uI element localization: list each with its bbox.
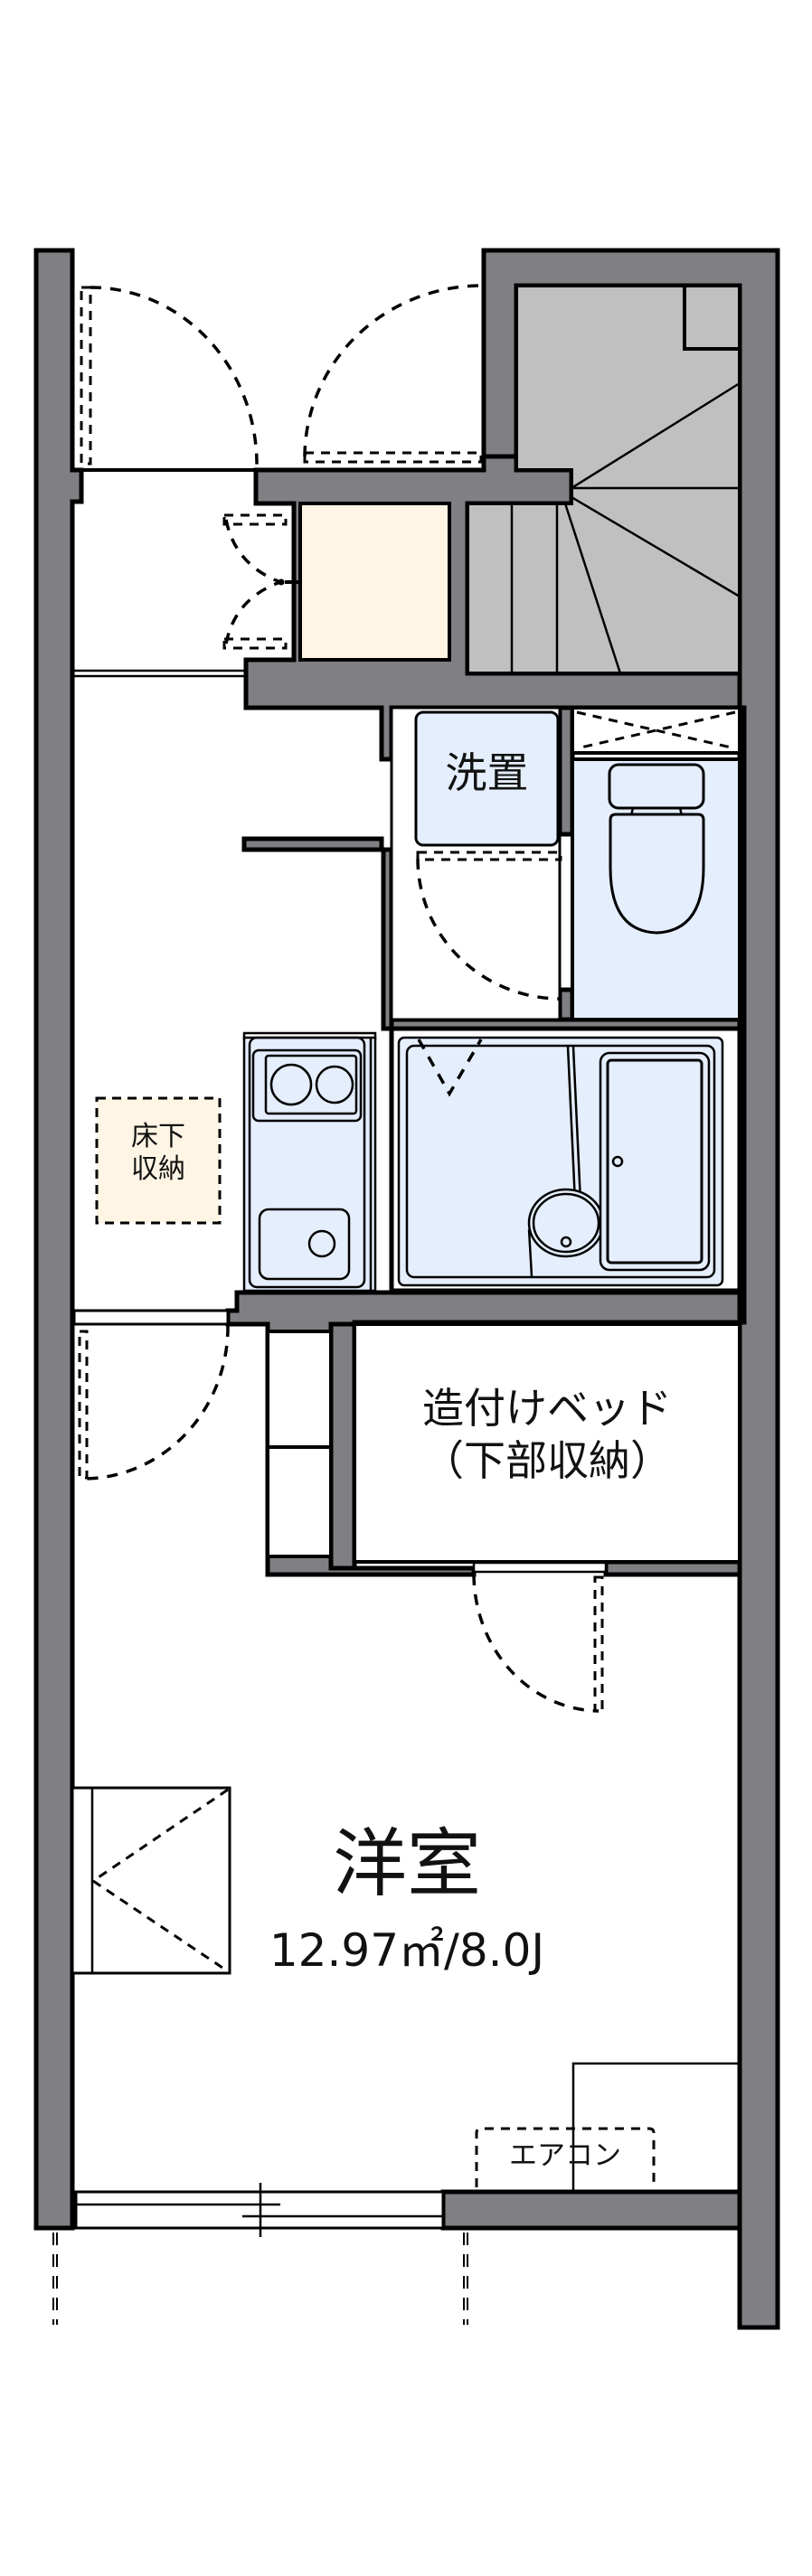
western-room-label: 洋室 [332, 1821, 481, 1907]
stove-icon [251, 1048, 363, 1123]
underfloor-storage-line2: 収納 [131, 1153, 185, 1185]
pipe-shaft [571, 706, 741, 755]
underfloor-storage [95, 1096, 222, 1225]
shoe-cabinet [298, 502, 451, 662]
exterior-wall-bottom [440, 2189, 742, 2231]
entrance-door-right[interactable] [303, 284, 483, 464]
closet [71, 1786, 231, 1975]
balcony-outline [52, 2233, 468, 2325]
stairs-icon [466, 284, 741, 675]
bathroom-door[interactable] [417, 1039, 483, 1097]
kitchen-sink-icon [258, 1208, 351, 1281]
built-in-bed [353, 1322, 741, 1564]
bathtub-icon [599, 1051, 711, 1272]
storage-shelves [266, 1330, 333, 1558]
underfloor-storage-line1: 床下 [131, 1121, 185, 1152]
shoe-cabinet-doors[interactable] [222, 513, 300, 650]
washroom-door[interactable] [416, 851, 562, 1001]
western-room-area: 12.97㎡/8.0J [269, 1924, 545, 1977]
toilet-icon [608, 763, 705, 935]
air-conditioner [475, 2127, 656, 2187]
window-icon [74, 2183, 445, 2237]
exterior-wall-left [33, 248, 84, 2231]
room-door[interactable] [72, 1309, 230, 1481]
sink-icon [527, 1046, 605, 1277]
entrance-door-left[interactable] [72, 286, 259, 472]
washroom [390, 706, 562, 1021]
washroom-label: 洗置 [445, 748, 529, 797]
built-in-bed-line2: （下部収納） [422, 1436, 672, 1485]
underfloor-storage-label: 床下 収納 [97, 1123, 220, 1183]
bed-storage-door[interactable] [472, 1561, 608, 1713]
built-in-bed-line1: 造付けベッド [422, 1384, 672, 1433]
wall-unit-box [571, 2062, 740, 2191]
air-conditioner-label: エアコン [509, 2139, 621, 2172]
built-in-bed-label: 造付けベッド （下部収納） [354, 1387, 740, 1481]
